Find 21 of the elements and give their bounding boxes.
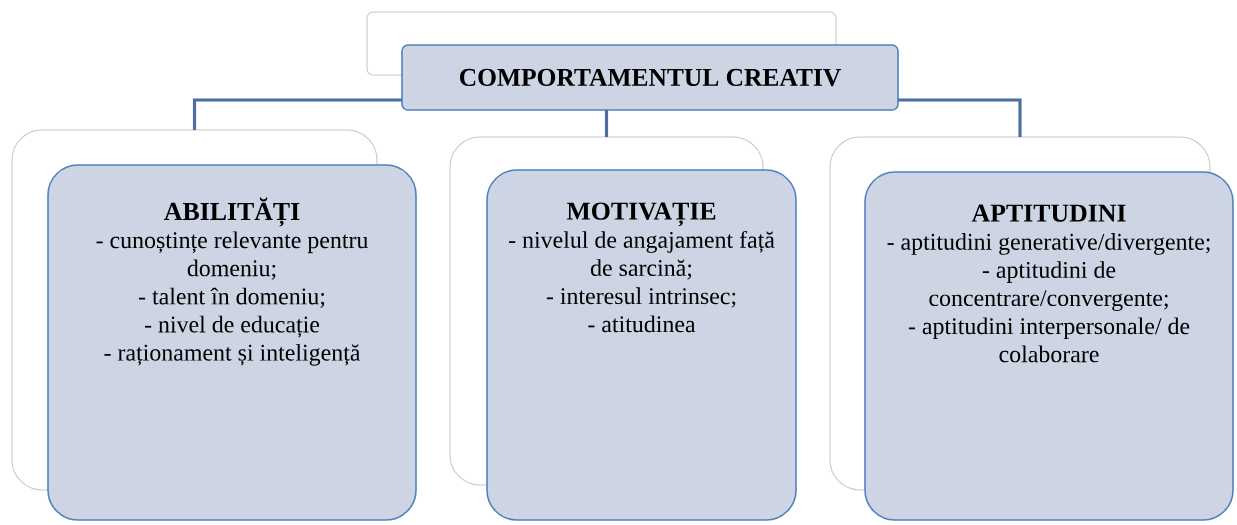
connector-line: [604, 110, 609, 137]
list-item: - aptitudini interpersonale/ de colaborare: [908, 317, 1190, 363]
list-item: - talent în domeniu;: [138, 287, 325, 308]
box-heading: MOTIVAȚIE: [566, 202, 716, 227]
list-item: - atitudinea: [588, 315, 696, 333]
box-title: COMPORTAMENTUL CREATIV: [460, 68, 841, 87]
box-heading: APTITUDINI: [971, 204, 1126, 222]
connector-line: [192, 98, 402, 130]
list-item: - raționament și inteligență: [104, 343, 361, 366]
list-item: - interesul intrinsec;: [546, 287, 736, 308]
box-heading: ABILITĂȚI: [164, 197, 300, 227]
title-box: [401, 44, 899, 111]
list-item: - aptitudini generative/divergente;: [887, 233, 1210, 255]
category-box: [486, 169, 797, 521]
category-box: [47, 164, 417, 521]
category-box: [864, 171, 1234, 521]
list-item: - nivelul de angajament față de sarcină;: [509, 230, 775, 280]
list-item: - nivel de educație: [144, 315, 320, 338]
list-item: - aptitudini de concentrare/convergente;: [929, 261, 1168, 312]
list-item: - cunoștințe relevante pentru domeniu;: [96, 231, 368, 280]
connector-line: [898, 98, 1022, 137]
